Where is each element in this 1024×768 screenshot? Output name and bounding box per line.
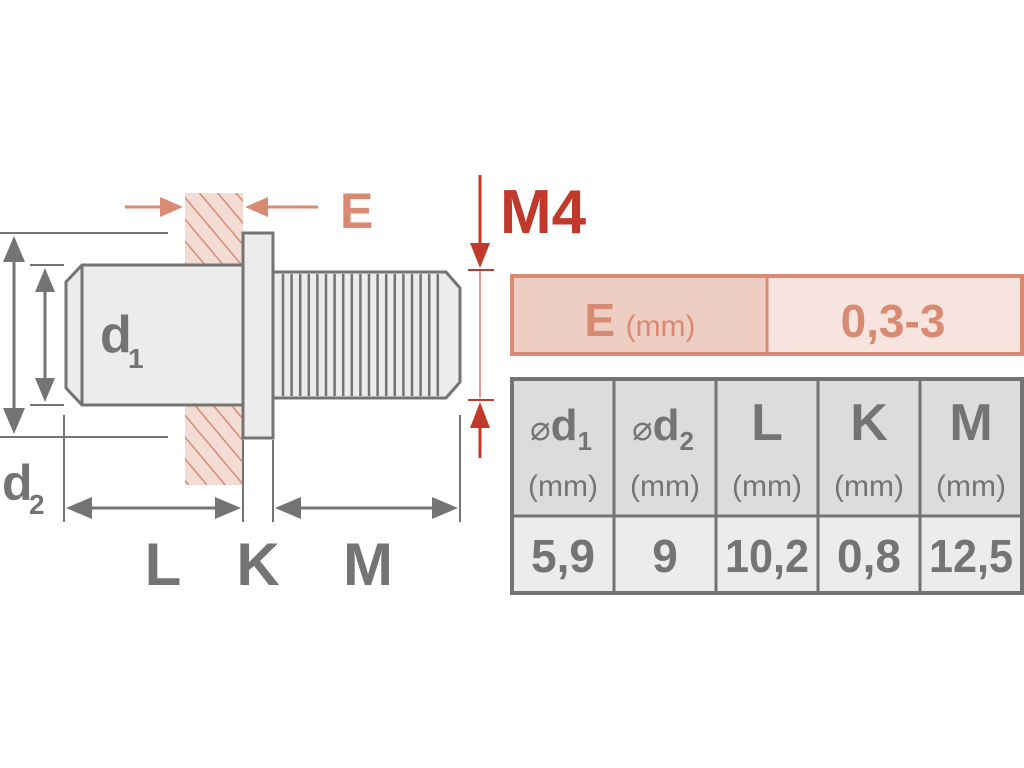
- grip-header: E (mm): [584, 294, 695, 346]
- label-d1-sub: 1: [128, 343, 144, 374]
- grip-value: 0,3-3: [841, 295, 946, 347]
- spec-value: 0,8: [837, 530, 901, 582]
- spec-unit: (mm): [528, 470, 598, 503]
- spec-header-l: L: [751, 394, 783, 452]
- thread-lines: [281, 274, 440, 396]
- rivet-body: [64, 263, 245, 407]
- spec-unit: (mm): [732, 470, 802, 503]
- thread-size-label: M4: [500, 178, 587, 247]
- spec-unit: (mm): [834, 470, 904, 503]
- rivet-flange: [241, 231, 275, 440]
- thread-size-marker: M4: [468, 175, 587, 458]
- label-d2-sub: 2: [29, 489, 45, 520]
- label-d2: d: [2, 455, 33, 511]
- dimension-d2: d 2: [0, 232, 168, 520]
- spec-unit: (mm): [630, 470, 700, 503]
- spec-header-d2: ⌀d2: [632, 401, 694, 456]
- label-k: K: [236, 531, 279, 598]
- label-l: L: [145, 531, 182, 598]
- label-e: E: [340, 183, 373, 239]
- spec-header-m: M: [949, 394, 992, 452]
- spec-value: 12,5: [929, 530, 1013, 582]
- label-m: M: [343, 531, 393, 598]
- spec-value: 5,9: [531, 530, 595, 582]
- dimension-d1: d 1: [30, 264, 144, 406]
- dimension-e: E: [125, 183, 373, 239]
- spec-header-k: K: [850, 394, 888, 452]
- dimension-lkm: L K M: [63, 415, 461, 598]
- spec-header-d1: ⌀d1: [530, 401, 592, 456]
- label-d1: d: [100, 306, 132, 364]
- spec-table: ⌀d1 (mm) 5,9 ⌀d2 (mm) 9 L (mm) 10,2 K (mm) 0,8 M (mm)…: [510, 377, 1024, 595]
- grip-header-letter: E: [584, 294, 615, 346]
- grip-header-unit: (mm): [626, 310, 696, 343]
- spec-value: 10,2: [725, 530, 809, 582]
- spec-unit: (mm): [936, 470, 1006, 503]
- grip-range-table: E (mm) 0,3-3: [510, 274, 1024, 356]
- spec-value: 9: [652, 530, 678, 582]
